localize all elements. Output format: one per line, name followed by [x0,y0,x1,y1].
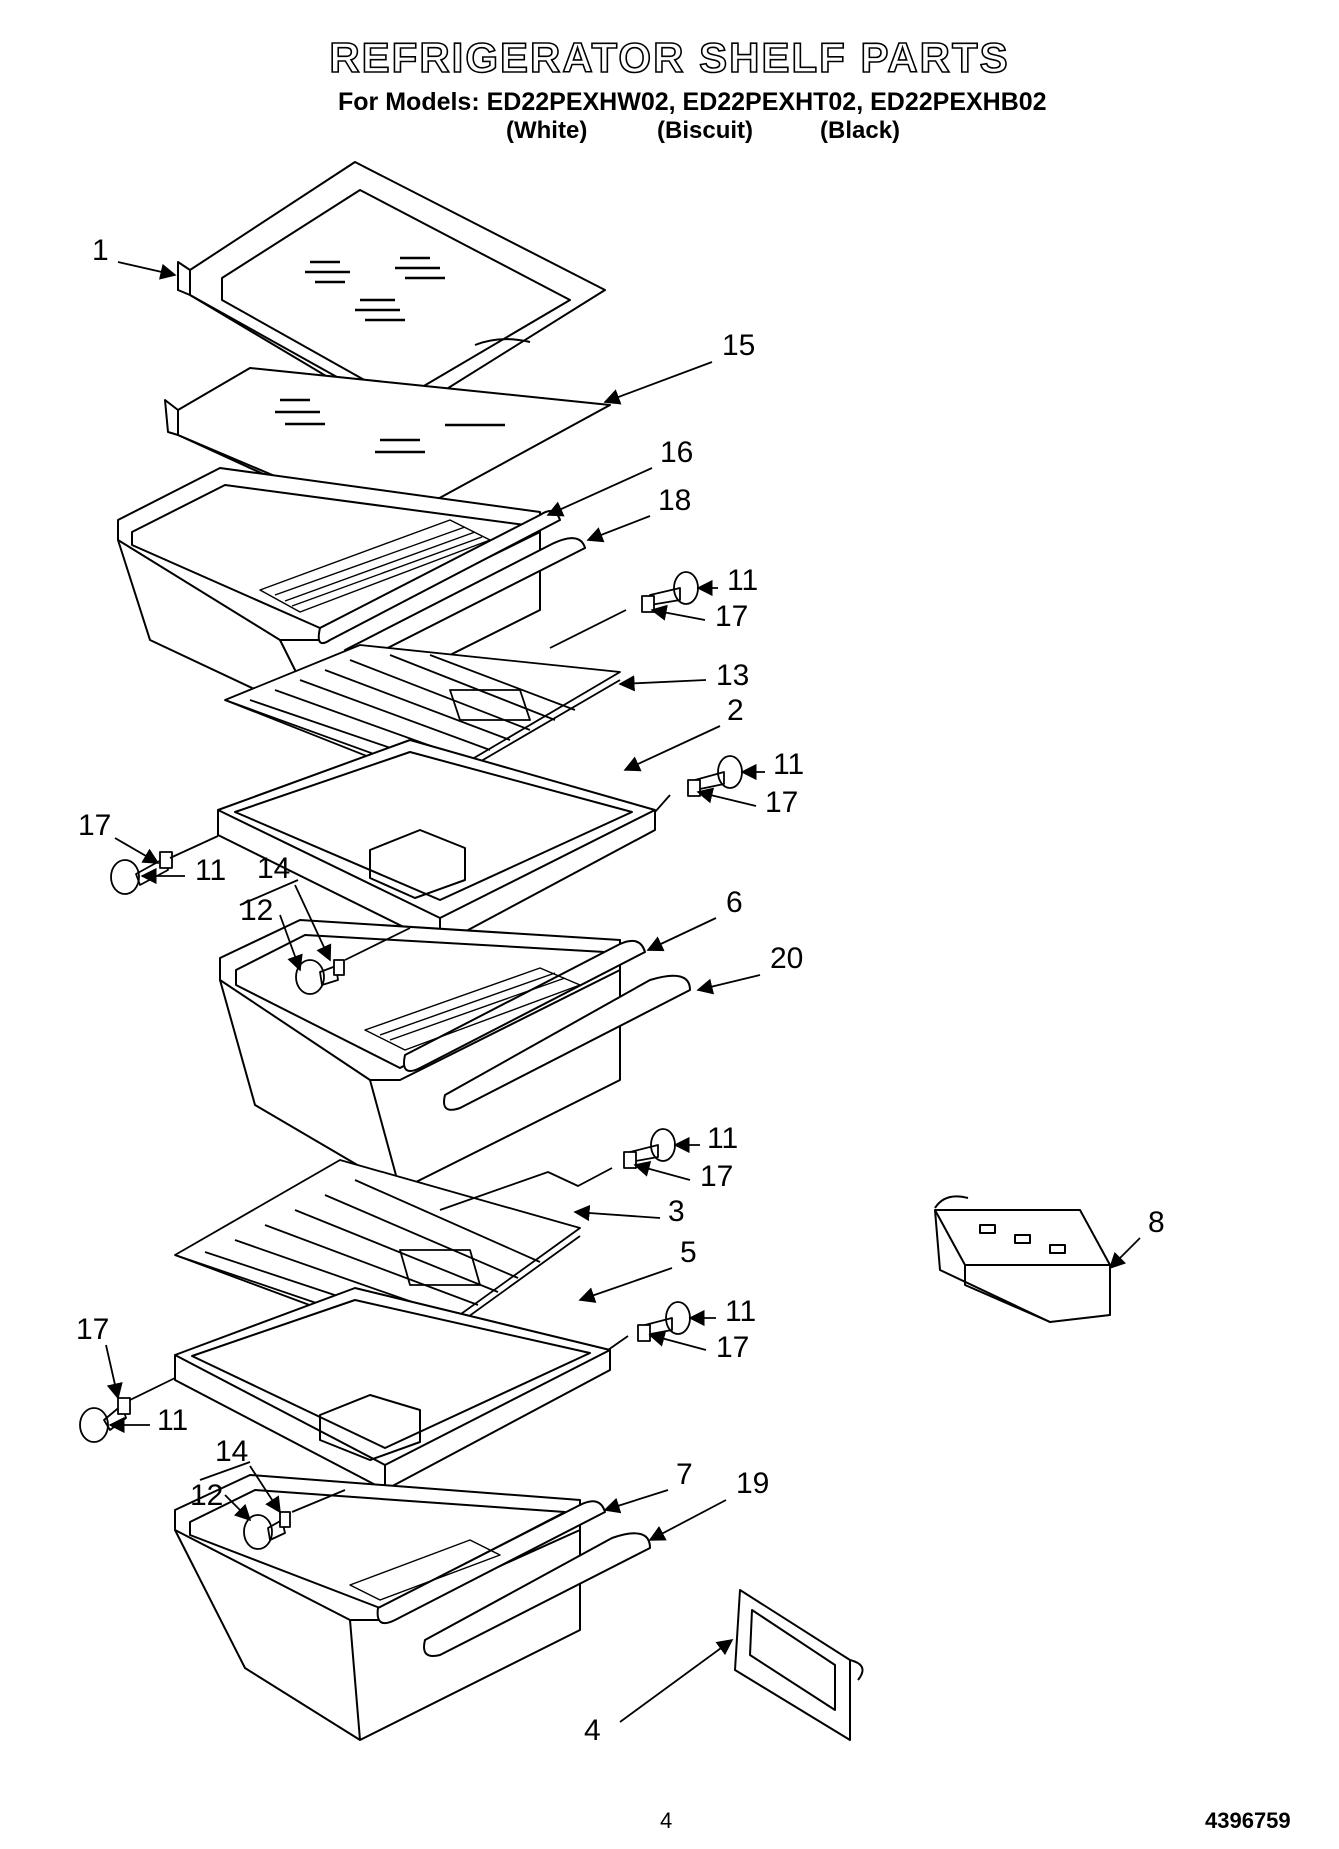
page-title: REFRIGERATOR SHELF PARTS [329,33,1010,82]
part-callout-11: 11 [707,1122,738,1155]
models-line: For Models: ED22PEXHW02, ED22PEXHT02, ED… [338,88,1047,116]
lower-glass-shelf [174,1159,581,1349]
part-callout-3: 3 [668,1195,685,1228]
part-callout-12: 12 [190,1479,223,1512]
part-callout-17: 17 [76,1313,109,1346]
part-callout-14: 14 [215,1435,248,1468]
part-callout-15: 15 [722,329,755,362]
document-number: 4396759 [1205,1808,1291,1833]
part-callout-11: 11 [727,564,758,597]
part-callout-4: 4 [584,1714,601,1747]
part-callout-11: 11 [773,748,804,781]
part-callout-17: 17 [716,1331,749,1364]
part-callout-18: 18 [658,484,691,517]
bracket-cover [734,1589,864,1741]
part-callout-17: 17 [765,786,798,819]
upper-glass-shelf [224,644,621,786]
middle-crisper-drawer [219,919,691,1191]
part-callout-17: 17 [700,1160,733,1193]
part-callout-17: 17 [78,809,111,842]
part-callout-19: 19 [736,1467,769,1500]
part-callout-6: 6 [726,886,743,919]
leader-lines [105,261,1141,1723]
part-callout-11: 11 [157,1404,188,1437]
lower-shelf-frame [174,1287,611,1491]
part-callout-7: 7 [676,1458,693,1491]
part-callout-8: 8 [1148,1206,1165,1239]
lower-crisper-drawer [174,1474,651,1741]
part-callout-13: 13 [716,659,749,692]
part-callout-17: 17 [715,600,748,633]
part-callout-11: 11 [725,1295,756,1328]
color-white: (White) [506,117,588,144]
color-black: (Black) [820,117,901,144]
door-bin [934,1195,1111,1323]
part-callout-20: 20 [770,942,803,975]
upper-shelf-frame [217,739,656,946]
part-callout-5: 5 [680,1236,697,1269]
part-callout-2: 2 [727,694,744,727]
part-callout-16: 16 [660,436,693,469]
color-biscuit: (Biscuit) [657,117,753,144]
part-callout-1: 1 [92,234,109,267]
hardware-parts [79,571,743,1550]
part-callout-14: 14 [257,852,290,885]
page-number: 4 [660,1808,673,1833]
part-callout-12: 12 [240,894,273,927]
part-callout-11: 11 [195,854,226,887]
